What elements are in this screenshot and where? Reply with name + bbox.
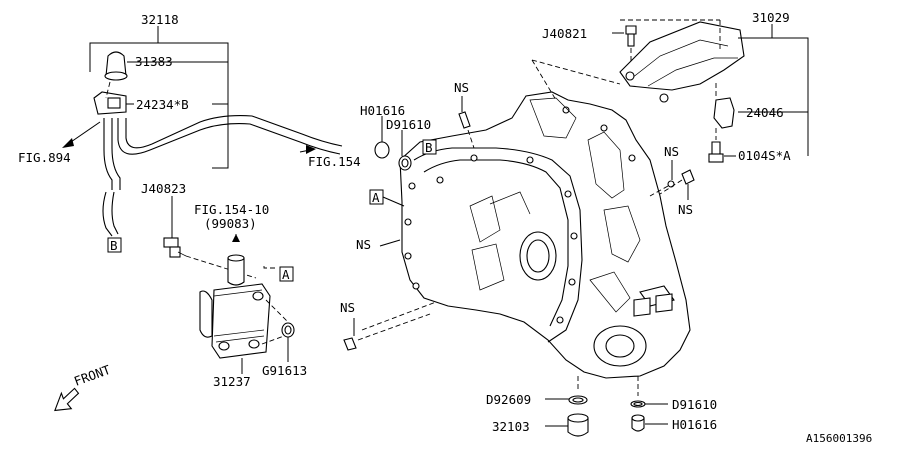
front-label: FRONT [72,362,113,389]
diagram-id: A156001396 [806,432,872,445]
oil-cooler-assembly [163,196,295,374]
part-number-31029: 31029 [752,10,790,25]
front-direction-indicator: FRONT [54,362,113,412]
ns-label-top: NS [454,80,469,95]
part-number-d91610-bottom: D91610 [672,397,717,412]
svg-text:B: B [425,140,433,155]
callout-b-hose: B [107,237,122,253]
svg-text:A: A [282,267,290,282]
part-number-d92609: D92609 [486,392,531,407]
ns-label-bottom: NS [340,300,355,315]
figure-ref-154-10-sub: (99083) [204,216,257,231]
part-number-32103: 32103 [492,419,530,434]
part-number-j40823: J40823 [141,181,186,196]
callout-b-case: B [422,139,437,155]
cover-bracket-assembly [531,19,809,163]
ns-label-right-b: NS [678,202,693,217]
part-number-j40821: J40821 [542,26,587,41]
part-number-0104s-a: 0104S*A [738,148,791,163]
drain-plug-assembly [545,376,668,437]
callout-a-case: A [369,189,384,205]
ns-label-left: NS [356,237,371,252]
part-number-h01616-top: H01616 [360,103,405,118]
ns-label-right-a: NS [664,144,679,159]
svg-text:A: A [372,190,380,205]
svg-text:B: B [110,238,118,253]
callout-a-cooler: A [279,266,294,282]
part-number-31383: 31383 [135,54,173,69]
hose-assembly [62,26,343,237]
ns-pins [343,96,695,351]
transmission-case [374,91,691,379]
part-number-h01616-bottom: H01616 [672,417,717,432]
part-number-31237: 31237 [213,374,251,389]
part-number-24046: 24046 [746,105,784,120]
part-number-24234b: 24234*B [136,97,189,112]
figure-ref-894: FIG.894 [18,150,71,165]
part-number-d91610-top: D91610 [386,117,431,132]
figure-ref-154-10: FIG.154-10 [194,202,269,217]
part-number-32118: 32118 [141,12,179,27]
part-number-g91613: G91613 [262,363,307,378]
figure-ref-154: FIG.154 [308,154,361,169]
